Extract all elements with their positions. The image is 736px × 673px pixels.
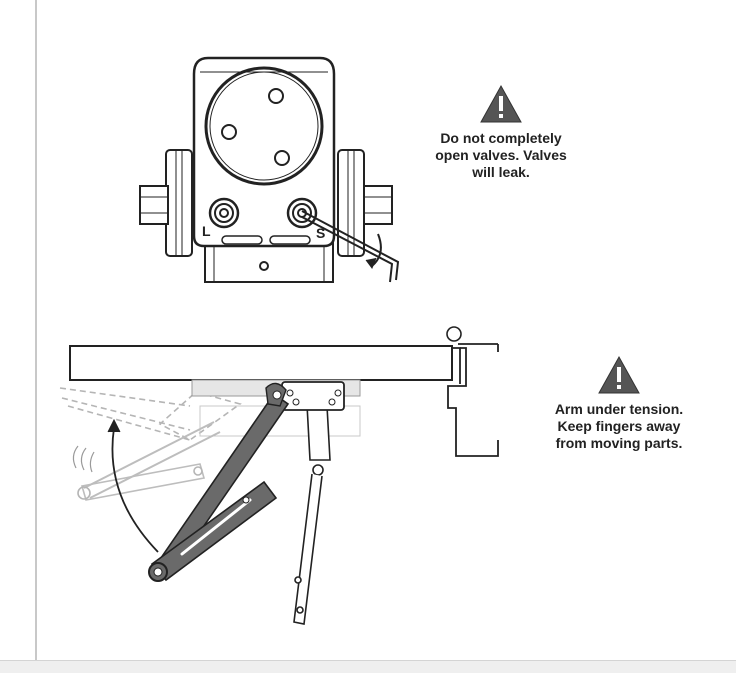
warning-valves: Do not completely open valves. Valves wi… <box>418 84 584 181</box>
warning-valves-line-1: Do not completely <box>440 130 562 146</box>
base-plate-hole <box>259 261 269 271</box>
left-valve-screw <box>208 197 240 229</box>
valve-face <box>204 66 324 186</box>
face-hole-2 <box>221 124 237 140</box>
swing-arrow <box>111 427 159 553</box>
allen-key <box>301 210 400 283</box>
right-fitting-nut <box>363 185 393 225</box>
left-fitting-nut <box>139 185 169 225</box>
closer-rod <box>293 473 323 625</box>
warning-valves-line-2: open valves. Valves <box>435 147 567 163</box>
page-footer-band <box>0 660 736 673</box>
arm-ghost-position <box>59 387 361 501</box>
door-closer-diagram <box>59 326 499 625</box>
door-frame-jamb <box>452 343 499 384</box>
warning-valves-line-3: will leak. <box>472 164 530 180</box>
valve-label-left: L <box>202 223 211 239</box>
frame-pivot-circle <box>446 326 462 342</box>
warning-arm: Arm under tension. Keep fingers away fro… <box>524 355 714 452</box>
secondary-arm <box>150 480 278 582</box>
valve-label-right: S <box>316 225 325 241</box>
face-hole-1 <box>268 88 284 104</box>
right-valve-screw <box>286 197 318 229</box>
door-panel <box>69 345 453 381</box>
warning-arm-line-3: from moving parts. <box>555 435 683 451</box>
warning-triangle-icon <box>480 84 522 123</box>
right-side-cap <box>337 149 365 257</box>
valve-block-diagram <box>139 56 400 283</box>
face-hole-3 <box>274 150 290 166</box>
warning-arm-line-2: Keep fingers away <box>557 418 681 434</box>
warning-triangle-icon <box>598 355 640 394</box>
page-margin-rule <box>35 0 37 662</box>
left-side-cap <box>165 149 193 257</box>
warning-arm-line-1: Arm under tension. <box>554 401 684 417</box>
